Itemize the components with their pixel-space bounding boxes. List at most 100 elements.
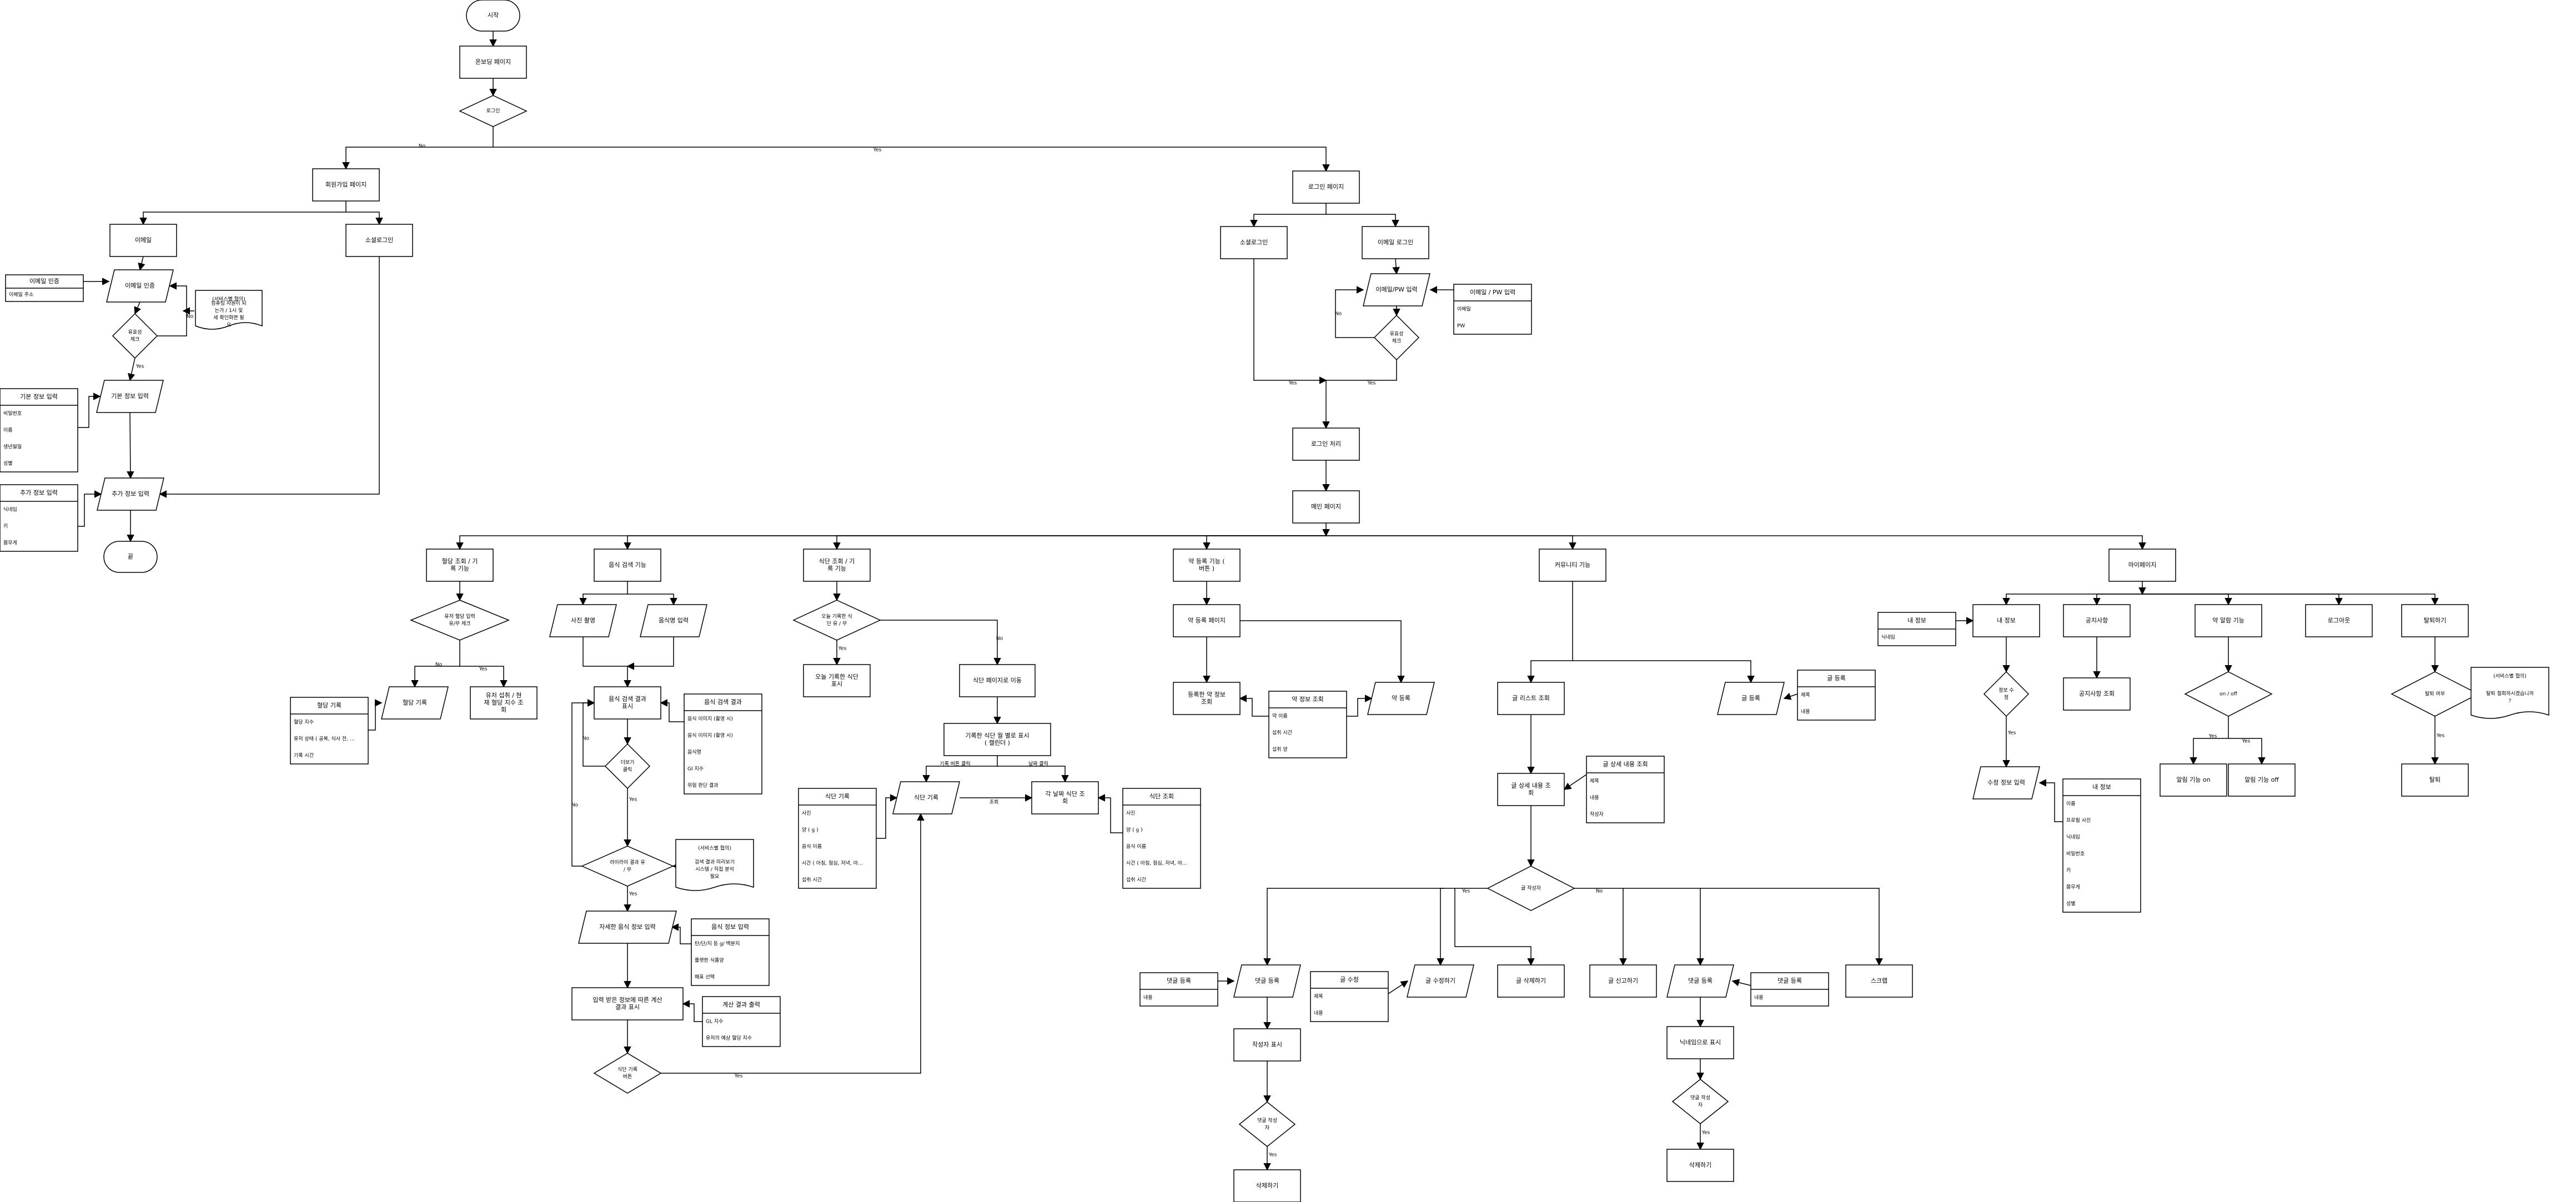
table-row: 이름 — [3, 428, 13, 434]
med-feature-label: 약 등록 기능 ( — [1188, 557, 1224, 565]
edge-label: Yes — [135, 364, 144, 370]
table-row: 키 — [3, 524, 8, 530]
withdraw-done-node: 탈퇴 — [2401, 763, 2469, 797]
med-register-node: 약 등록 — [1367, 682, 1435, 715]
login-page-label: 로그인 페이지 — [1308, 183, 1344, 190]
edge-label: No — [1596, 889, 1603, 894]
diet-today-q-node: 오늘 기록한 식단 유 / 무 — [792, 600, 881, 641]
table-title: 글 등록 — [1827, 675, 1846, 682]
detail-input-label: 자세한 음식 정보 입력 — [599, 923, 656, 931]
table-row: 사진 — [1126, 811, 1136, 817]
flow-edge — [2002, 594, 2142, 606]
note-text: 컴퓨팅 자원이 되 — [211, 300, 247, 306]
diet-record-node: 식단 기록 — [892, 781, 960, 814]
flow-edge — [1326, 535, 1576, 550]
flow-edge — [2142, 594, 2439, 606]
flow-edge — [627, 594, 677, 606]
bs-record-node: 혈당 기록 — [381, 686, 449, 720]
note-text: 시스템 / 직접 분석 — [695, 866, 734, 873]
flow-edge — [1203, 535, 1326, 550]
pw-check-label: 정 — [2004, 695, 2008, 701]
table-row: 이름 — [2066, 801, 2076, 807]
bs-view-label: 재 혈당 지수 조 — [484, 698, 523, 706]
comment-author-q2-label: 자 — [1698, 1102, 1703, 1108]
table-row: 생년월일 — [3, 444, 22, 450]
edge-label: No — [419, 144, 426, 149]
table-title: 식단 기록 — [825, 793, 850, 800]
note-text: 요 — [227, 322, 231, 328]
table-row: 내용 — [1801, 709, 1810, 715]
diet-month-node: 기록한 식단 월 별로 표시 ( 캘린더 ) — [943, 723, 1051, 756]
table-row: 음식 이미지 (촬영 시) — [687, 733, 733, 739]
flow-edge — [1326, 535, 2146, 550]
diet-today-show-label: 오늘 기록한 식단 — [815, 673, 858, 681]
direct-q-node: 라이라이 결과 유 / 무 — [581, 846, 674, 887]
flow-edge — [1347, 695, 1373, 717]
flow-edge — [139, 201, 347, 225]
comment-delete-label: 삭제하기 — [1256, 1181, 1278, 1189]
withdraw-node: 탈퇴하기 — [2401, 604, 2469, 637]
table-row: 성별 — [3, 461, 13, 467]
flow-edge — [159, 257, 380, 498]
calc-show-node: 입력 받은 정보에 따른 계산 결과 표시 — [571, 987, 684, 1020]
direct-q-label: / 무 — [624, 867, 631, 873]
flow-edge — [671, 923, 691, 944]
my-info-node: 내 정보 — [1972, 604, 2040, 637]
edge-label: Yes — [629, 892, 637, 897]
table-row: 몸무게 — [2066, 884, 2080, 891]
logout-node: 로그아웃 — [2305, 604, 2373, 637]
pw-check-label: 정보 수 — [1998, 687, 2014, 693]
med-registered-label: 조회 — [1201, 698, 1212, 706]
food-name-node: 음식명 입력 — [640, 604, 707, 637]
table-row: 섭취 시간 — [1272, 730, 1292, 736]
withdraw-q-node: 탈퇴 여부 — [2391, 671, 2479, 717]
email-login-node: 이메일 로그인 — [1362, 226, 1429, 259]
start-node: 시작 — [466, 0, 520, 32]
post-detail-label: 글 상세 내용 조 — [1511, 782, 1550, 789]
table-row: PW — [1457, 324, 1465, 329]
login-q-node: 로그인 — [459, 95, 528, 127]
edge-label: Yes — [479, 667, 488, 672]
table-row: 닉네임 — [2066, 834, 2080, 841]
email-pw-input-node: 이메일/PW 입력 — [1363, 273, 1430, 306]
onboarding-label: 온보딩 페이지 — [475, 58, 511, 66]
table-row: 패표 선택 — [695, 974, 715, 980]
scrap-node: 스크랩 — [1845, 964, 1913, 998]
edit-info-node: 수정 정보 입력 — [1972, 766, 2040, 799]
nickname-show-node: 닉네임으로 표시 — [1666, 1026, 1734, 1059]
flow-edge — [1623, 888, 1704, 966]
table-row: 섭취 시간 — [1126, 877, 1146, 883]
email-label: 이메일 — [135, 236, 152, 244]
post-list-node: 글 리스트 조회 — [1497, 682, 1565, 715]
edge-direct-no — [571, 699, 595, 867]
email-verify-node: 이메일 인증 — [106, 269, 174, 303]
flow-edge — [456, 535, 1326, 550]
login-q-label: 로그인 — [486, 108, 500, 114]
edge-label: Yes — [1462, 889, 1470, 894]
photo-node: 사진 촬영 — [549, 604, 617, 637]
diet-view-node: 각 날짜 식단 조회 — [1031, 781, 1099, 814]
mypage-label: 마이페이지 — [2128, 561, 2157, 569]
table-title: 식단 조회 — [1149, 793, 1174, 800]
social-login-l-node: 소셜로그인 — [345, 224, 413, 257]
table-row: 닉네임 — [3, 506, 17, 513]
notice-view-label: 공지사항 조회 — [2079, 690, 2115, 697]
email-verify-label: 이메일 인증 — [125, 281, 155, 289]
post-detail-label: 회 — [1528, 789, 1534, 797]
diet-month-label: ( 캘린더 ) — [985, 740, 1010, 747]
edge-rec — [922, 756, 998, 783]
table-row: 유저의 예상 혈당 지수 — [706, 1035, 752, 1042]
diet-record-q-label: 식단 기록 — [617, 1067, 637, 1073]
med-alarm-label: 약 알람 기능 — [2212, 616, 2244, 624]
email-pw-input-label: 이메일/PW 입력 — [1375, 285, 1417, 293]
author-q-node: 글 작성자 — [1487, 866, 1575, 911]
writer-show-label: 작성자 표시 — [1252, 1041, 1282, 1048]
table-row: 양 ( g ) — [802, 827, 819, 833]
post-delete-node: 글 삭제하기 — [1497, 964, 1565, 998]
edge-bs-yes — [460, 666, 508, 688]
table-row: 섭취 양 — [1272, 747, 1288, 753]
table-title: 내 정보 — [2092, 783, 2111, 791]
